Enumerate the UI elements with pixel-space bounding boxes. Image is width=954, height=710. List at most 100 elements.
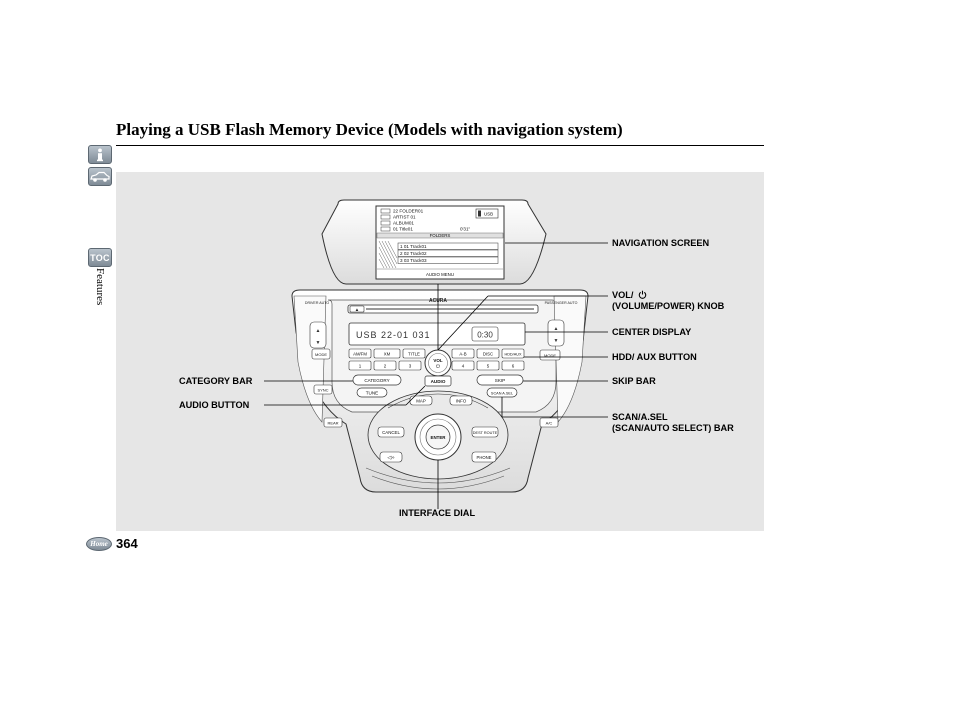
am-fm-button[interactable] (348, 348, 372, 359)
eject-icon: ▲ (355, 307, 359, 312)
callout-interface-dial: INTERFACE DIAL (399, 508, 476, 518)
screen-footer: AUDIO MENU (426, 272, 454, 277)
track-row[interactable] (397, 242, 499, 250)
xm-button[interactable] (373, 348, 401, 359)
ac-button[interactable] (539, 417, 559, 428)
preset-button[interactable] (398, 360, 422, 371)
tune-label: TUNE (366, 390, 379, 395)
vol-power-knob[interactable] (424, 349, 452, 377)
preset-label: 2 (384, 363, 387, 368)
mode-button[interactable] (311, 348, 331, 360)
enter-label: ENTER (431, 435, 447, 440)
track-row[interactable] (397, 256, 499, 264)
track-label: 3 03 Track03 (400, 258, 427, 263)
passenger-temp-switch[interactable] (547, 319, 565, 347)
am-fm-label: AM/FM (353, 351, 367, 356)
hdd-aux-label: HDD/AUX (504, 352, 522, 356)
callout-scan-line1: SCAN/A.SEL (612, 412, 668, 422)
voice-button[interactable] (379, 451, 403, 463)
callout-scan-line2: (SCAN/AUTO SELECT) BAR (612, 423, 734, 433)
track-label: 1 01 Track01 (400, 244, 427, 249)
usb-badge (475, 208, 499, 219)
page-title: Playing a USB Flash Memory Device (Model… (116, 120, 623, 139)
map-label: MAP (416, 398, 426, 403)
disc-button[interactable] (476, 348, 500, 359)
svg-text:▼: ▼ (316, 340, 321, 346)
audio-console-illustration: 22 FOLDER01 ARTIST 01 ALBUM01 01 Title01… (264, 199, 608, 509)
category-label: CATEGORY (364, 378, 389, 383)
category-bar[interactable] (352, 374, 402, 386)
callout-audio-button: AUDIO BUTTON (179, 400, 250, 410)
passenger-mode-button[interactable] (539, 349, 561, 361)
info-icon[interactable] (88, 145, 112, 164)
home-button[interactable]: Home (86, 537, 112, 551)
info-glyph-icon (97, 148, 103, 161)
enter-button[interactable] (425, 424, 451, 450)
hdd-aux-button[interactable] (501, 348, 525, 359)
ac-label: A/C (546, 421, 553, 426)
ab-button[interactable] (451, 348, 475, 359)
preset-label: 5 (487, 363, 490, 368)
xm-label: XM (384, 351, 391, 356)
preset-label: 1 (359, 363, 362, 368)
leader-lines (264, 242, 608, 509)
callout-category-bar: CATEGORY BAR (179, 376, 253, 386)
sync-button[interactable] (313, 384, 333, 395)
speaker-icon: ◁›› (387, 455, 395, 461)
rear-defrost-button[interactable] (323, 417, 343, 428)
title-rule (116, 145, 764, 146)
scan-asel-label: SCAN A.SEL (491, 391, 513, 395)
car-icon[interactable] (88, 167, 112, 186)
preset-button[interactable] (501, 360, 525, 371)
preset-button[interactable] (348, 360, 372, 371)
callout-hdd-aux: HDD/ AUX BUTTON (612, 352, 697, 362)
toc-button[interactable]: TOC (88, 248, 112, 267)
callout-navigation-screen: NAVIGATION SCREEN (612, 238, 710, 248)
passenger-auto-label: PASSENGER AUTO (545, 301, 578, 305)
screen-header-bar (376, 232, 504, 239)
skip-bar[interactable] (476, 374, 524, 386)
passenger-mode-label: MODE (544, 353, 556, 358)
figure-panel: 22 FOLDER01 ARTIST 01 ALBUM01 01 Title01… (116, 172, 764, 531)
rear-label: REAR (327, 421, 338, 426)
preset-button[interactable] (476, 360, 500, 371)
preset-label: 3 (409, 363, 412, 368)
sync-label: SYNC (317, 388, 328, 393)
usb-badge-label: USB (484, 212, 493, 217)
vol-label: VOL (433, 358, 443, 363)
cancel-button[interactable] (377, 426, 405, 438)
screen-row: 22 FOLDER01 (393, 209, 424, 214)
car-glyph-icon (90, 171, 110, 182)
svg-text:▲: ▲ (316, 328, 321, 334)
display-clock: 0:30 (477, 331, 493, 340)
disc-label: DISC (483, 351, 493, 356)
cancel-label: CANCEL (382, 430, 400, 435)
page-number: 364 (116, 536, 138, 551)
title-button[interactable] (402, 348, 426, 359)
dest-route-button[interactable] (471, 426, 499, 438)
screen-row: ALBUM01 (393, 221, 414, 226)
svg-text:▼: ▼ (554, 338, 559, 344)
ab-label: A-B (459, 351, 466, 356)
callout-vol-line1: VOL/ (612, 290, 634, 300)
tune-bar[interactable] (356, 387, 388, 398)
driver-temp-switch[interactable] (309, 321, 327, 349)
callout-scan: SCAN/A.SEL (SCAN/AUTO SELECT) BAR (612, 412, 734, 434)
phone-button[interactable] (471, 451, 497, 463)
info-label: INFO (456, 398, 467, 403)
info-button[interactable] (449, 395, 473, 406)
audio-button[interactable] (424, 375, 452, 387)
preset-button[interactable] (451, 360, 475, 371)
svg-text:▲: ▲ (554, 326, 559, 332)
section-label: Features (94, 268, 106, 306)
eject-button[interactable] (349, 305, 365, 313)
track-row[interactable] (397, 249, 499, 257)
callout-center-display: CENTER DISPLAY (612, 327, 692, 337)
screen-header: FOLDERS (430, 233, 451, 238)
preset-button[interactable] (373, 360, 397, 371)
phone-label: PHONE (477, 455, 492, 460)
audio-label: AUDIO (431, 379, 446, 384)
callout-vol: VOL/ (VOLUME/POWER) KNOB (612, 290, 724, 312)
power-icon: ⏻ (436, 364, 440, 370)
callout-skip-bar: SKIP BAR (612, 376, 656, 386)
